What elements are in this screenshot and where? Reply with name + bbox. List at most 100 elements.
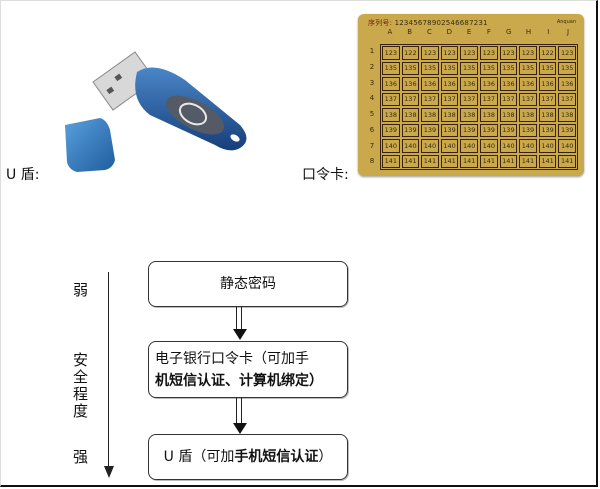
card-column-header: E <box>466 28 472 36</box>
card-cell: 140 <box>421 139 439 153</box>
card-column-header: G <box>505 28 512 36</box>
card-cell: 139 <box>421 123 439 137</box>
card-cell: 136 <box>480 77 498 91</box>
card-cell: 141 <box>421 154 439 168</box>
card-cell: 136 <box>440 77 459 91</box>
card-row-header: 8 <box>369 157 375 166</box>
card-cell: 141 <box>499 154 518 168</box>
card-cell: 137 <box>538 92 557 106</box>
card-cell: 141 <box>401 154 420 168</box>
card-cell: 138 <box>421 108 439 122</box>
card-cell: 141 <box>382 154 400 168</box>
card-cell: 135 <box>538 61 557 75</box>
card-cell: 135 <box>480 61 498 75</box>
card-cell: 122 <box>538 46 557 60</box>
card-cell: 136 <box>499 77 518 91</box>
card-cell: 141 <box>538 154 557 168</box>
card-cell: 137 <box>440 92 459 106</box>
card-cell: 139 <box>480 123 498 137</box>
weak-label: 弱 <box>73 281 89 299</box>
card-cell: 138 <box>538 108 557 122</box>
password-card-label: 口令卡: <box>302 167 349 183</box>
card-cell: 136 <box>382 77 400 91</box>
card-cell: 137 <box>558 92 576 106</box>
card-cell: 136 <box>401 77 420 91</box>
card-column-header: D <box>446 28 452 36</box>
card-cell: 139 <box>460 123 478 137</box>
card-column-header: C <box>427 28 432 36</box>
card-cell: 138 <box>401 108 420 122</box>
card-cell: 141 <box>519 154 537 168</box>
card-cell: 135 <box>460 61 478 75</box>
card-cell: 135 <box>401 61 420 75</box>
security-level-label: 安 全 程 度 <box>73 351 89 420</box>
usb-shield-label: U 盾: <box>6 167 40 183</box>
card-cell: 138 <box>460 108 478 122</box>
card-cell: 139 <box>382 123 400 137</box>
card-cell: 135 <box>558 61 576 75</box>
card-cell: 138 <box>499 108 518 122</box>
usb-shield-box: U 盾（可加手机短信认证） <box>148 434 348 480</box>
card-cell: 140 <box>519 139 537 153</box>
ebank-password-card-box: 电子银行口令卡（可加手 机短信认证、计算机绑定） <box>148 341 348 398</box>
card-row-header: 7 <box>369 141 375 150</box>
card-column-header: I <box>547 28 550 36</box>
security-axis-line <box>108 272 110 468</box>
card-cell: 141 <box>480 154 498 168</box>
card-cell: 138 <box>558 108 576 122</box>
card-cell: 139 <box>519 123 537 137</box>
card-cell: 123 <box>499 46 518 60</box>
card-cell: 140 <box>538 139 557 153</box>
card-cell: 140 <box>440 139 459 153</box>
card-cell: 123 <box>558 46 576 60</box>
card-cell: 135 <box>519 61 537 75</box>
card-cell: 139 <box>538 123 557 137</box>
card-cell: 138 <box>480 108 498 122</box>
card-cell: 123 <box>480 46 498 60</box>
card-cell: 137 <box>382 92 400 106</box>
card-cell: 136 <box>558 77 576 91</box>
card-cell: 139 <box>401 123 420 137</box>
card-cell: 138 <box>382 108 400 122</box>
card-row-header: 5 <box>369 110 375 118</box>
card-cell: 137 <box>460 92 478 106</box>
static-password-box: 静态密码 <box>148 261 348 307</box>
security-axis-arrowhead-icon <box>104 466 114 478</box>
card-cell: 140 <box>558 139 576 153</box>
card-row-header: 4 <box>369 94 375 103</box>
card-column-header: J <box>567 28 570 36</box>
card-cell: 140 <box>382 139 400 153</box>
card-cell: 135 <box>382 61 400 75</box>
card-cell: 137 <box>421 92 439 106</box>
card-cell: 140 <box>401 139 420 153</box>
card-serial: 序列号: 12345678902546687231 <box>368 19 488 27</box>
card-row-header: 3 <box>369 78 375 87</box>
card-cell: 137 <box>499 92 518 106</box>
card-cell: 138 <box>440 108 459 122</box>
card-cell: 140 <box>460 139 478 153</box>
card-cell: 139 <box>499 123 518 137</box>
card-cell: 139 <box>440 123 459 137</box>
card-cell: 137 <box>519 92 537 106</box>
card-cell: 123 <box>519 46 537 60</box>
card-cell: 140 <box>480 139 498 153</box>
card-cell: 136 <box>519 77 537 91</box>
card-cell: 136 <box>538 77 557 91</box>
card-cell: 136 <box>421 77 439 91</box>
card-cell: 141 <box>460 154 478 168</box>
card-cell: 141 <box>558 154 576 168</box>
card-cell: 141 <box>440 154 459 168</box>
card-column-header: H <box>525 28 532 36</box>
card-cell: 137 <box>401 92 420 106</box>
card-brand: Anquan <box>556 19 576 25</box>
card-cell: 138 <box>519 108 537 122</box>
card-cell: 137 <box>480 92 498 106</box>
card-cell: 135 <box>440 61 459 75</box>
usb-key-image <box>65 51 247 172</box>
card-cell: 136 <box>460 77 478 91</box>
strong-label: 强 <box>73 448 89 466</box>
